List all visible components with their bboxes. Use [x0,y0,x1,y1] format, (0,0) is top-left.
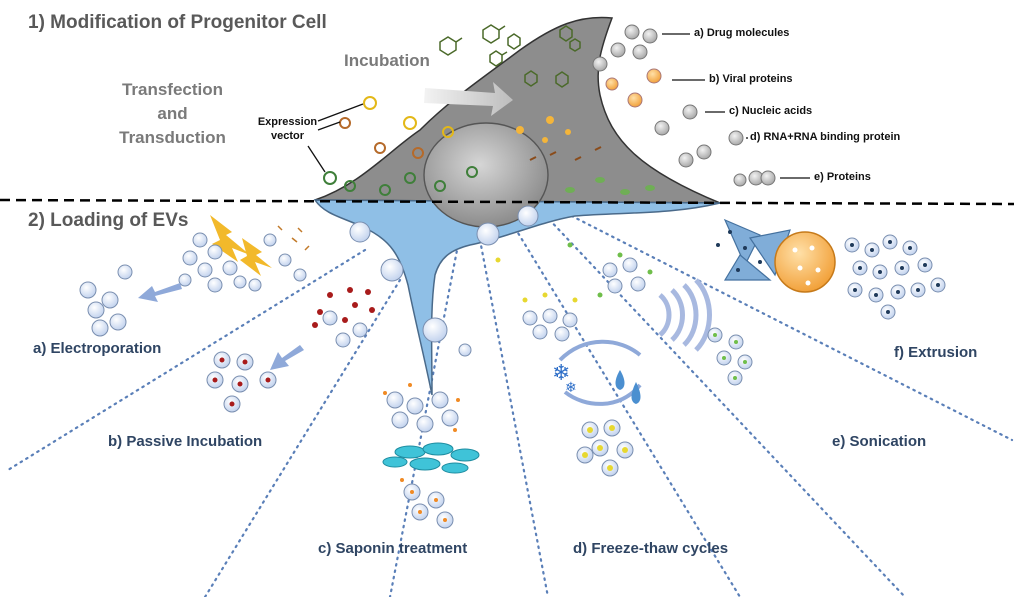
expression-vector-pointers [307,103,364,173]
cargo-viral-spheres [605,68,662,108]
transfection-line-3: Transduction [119,128,226,147]
cell-body-upper [314,16,721,204]
method-saponin: c) Saponin treatment [318,540,468,557]
ray-5 [513,226,742,597]
method-electroporation: a) Electroporation [33,340,162,357]
cargo-protein-spheres [733,170,776,187]
cargo-label-b: b) Viral proteins [709,73,793,85]
expression-vector-label: Expression vector [250,115,325,143]
section-divider [0,198,1014,206]
incubation-arrow-icon [424,82,513,116]
part1-title: 1) Modification of Progenitor Cell [28,12,327,33]
saponin-layer-icon [382,442,480,474]
ray-lines [6,208,1014,597]
method-passive-incubation: b) Passive Incubation [108,433,263,450]
extrusion-membrane-icon [723,218,791,281]
cargo-nucleic-spheres [654,104,698,136]
ray-4 [478,238,550,597]
drug-molecule-icons [439,24,581,88]
sound-waves-icon [658,278,712,352]
water-drop-icon [615,370,625,390]
ray-1 [6,248,367,472]
budding-vesicles [349,205,539,343]
freeze-thaw-illustration: ❄ ❄ [495,257,642,477]
transfection-label: Transfection and Transduction [100,78,245,150]
method-freeze-thaw: d) Freeze-thaw cycles [573,540,729,557]
incubation-label: Incubation [344,51,430,70]
cargo-label-a: a) Drug molecules [694,27,790,39]
cargo-drug-spheres [592,24,658,72]
ray-6 [543,213,907,597]
sonication-illustration [567,242,753,386]
cell-body-lower [313,199,721,396]
arrow-down-left-icon [270,345,304,370]
electroporation-illustration [79,215,310,337]
method-sonication: e) Sonication [832,433,927,450]
transfection-line-1: Transfection [121,80,224,99]
extrusion-illustration [716,218,946,320]
water-drop-icon-2 [631,382,641,404]
expression-vector-line-1: Expression [257,116,318,128]
cargo-label-c: c) Nucleic acids [729,105,813,117]
ray-3 [388,243,460,597]
arrow-left-icon [138,283,182,302]
internalized-cargo [516,116,655,195]
snowflake-icon: ❄ [552,361,570,386]
extrusion-particle [774,231,836,293]
lightning-icon [210,215,250,262]
part2-title: 2) Loading of EVs [28,210,189,231]
ray-7 [558,208,1014,442]
cargo-label-d: d) RNA+RNA binding protein [750,131,901,143]
saponin-illustration [382,343,480,529]
cargo-rna-spheres [678,130,744,168]
passive-incubation-illustration [206,287,375,413]
cycle-arrow-top-icon [558,339,642,362]
transfection-line-2: and [157,104,188,123]
expression-vector-icons [323,96,478,196]
cargo-label-e: e) Proteins [814,171,871,183]
snowflake-icon-2: ❄ [565,380,577,396]
expression-vector-line-2: vector [270,130,305,142]
lightning-icon-2 [240,238,272,276]
method-extrusion: f) Extrusion [894,344,978,361]
